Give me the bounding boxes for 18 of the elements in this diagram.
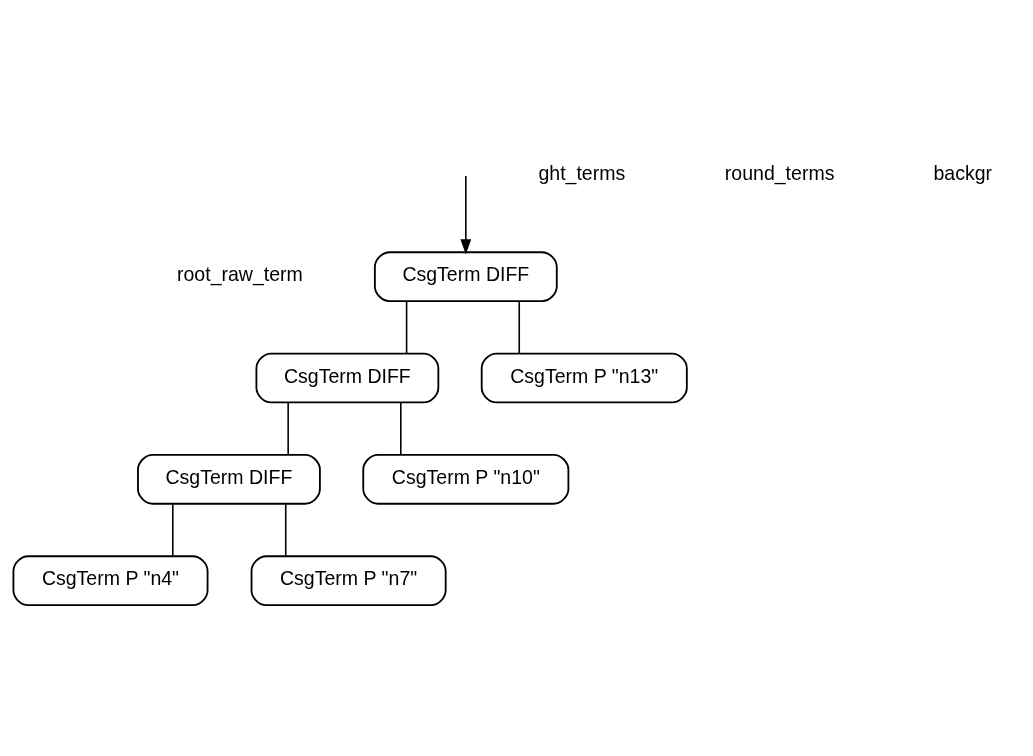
node-box: CsgTerm P "n7" <box>250 555 447 607</box>
arrow <box>460 175 472 255</box>
label: backgr <box>933 161 993 184</box>
connector <box>405 300 408 355</box>
label: round_terms <box>724 161 835 184</box>
node-label: root_raw_term <box>177 263 303 286</box>
node-box: CsgTerm DIFF <box>373 251 558 302</box>
node-box: CsgTerm P "n4" <box>12 555 209 607</box>
label: ght_terms <box>538 161 626 184</box>
connector <box>171 503 174 557</box>
connector <box>518 300 521 355</box>
node-box: CsgTerm DIFF <box>137 454 321 505</box>
node-box: CsgTerm P "n13" <box>480 352 688 404</box>
connector <box>284 503 287 557</box>
node-box: CsgTerm P "n10" <box>362 454 570 505</box>
connector <box>287 401 289 456</box>
connector <box>400 401 402 456</box>
node-box: CsgTerm DIFF <box>255 352 440 404</box>
